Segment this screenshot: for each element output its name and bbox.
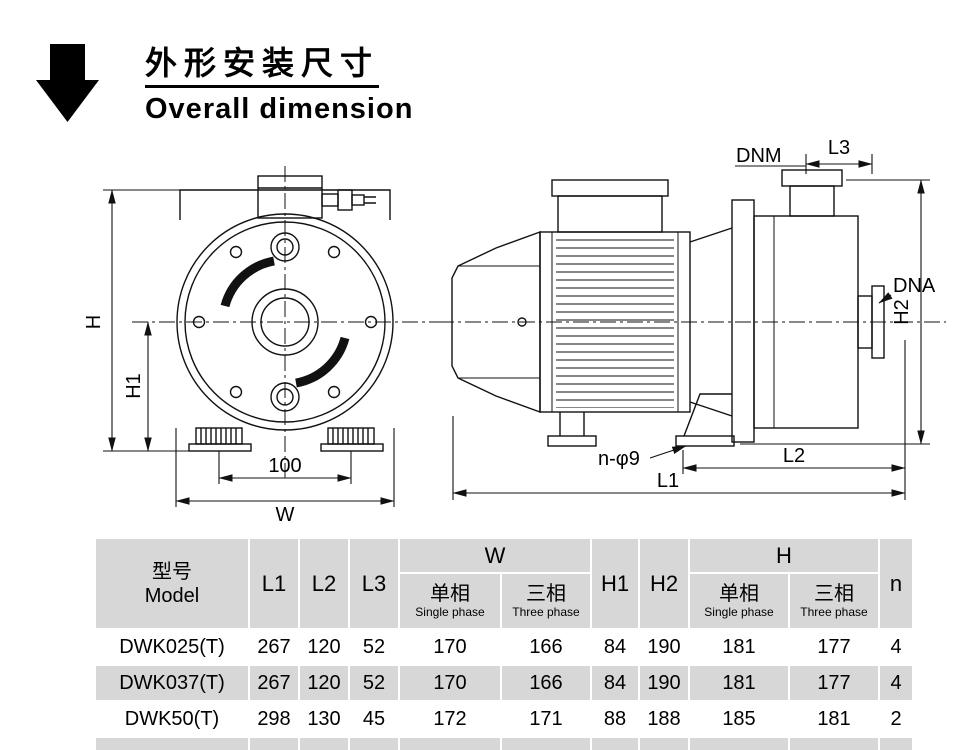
cell-w-three: 166	[502, 666, 590, 700]
cell-model: DWK025(T)	[96, 630, 248, 664]
cell-h-single: 181	[690, 630, 788, 664]
cell-l2: 120	[300, 630, 348, 664]
dim-l2-label: L2	[783, 445, 805, 467]
cell-h1: 88	[592, 702, 638, 736]
table-row-dwk50: DWK50(T) 298 130 45 172 171 88 188 185 1…	[96, 702, 912, 736]
cell-l1: 298	[250, 702, 298, 736]
mounting-feet	[188, 427, 384, 452]
pump-flange	[176, 213, 394, 431]
table-row-partial	[96, 738, 912, 750]
header-h-three: 三相 Three phase	[790, 574, 878, 628]
cell-model: DWK037(T)	[96, 666, 248, 700]
fan-cover	[451, 231, 541, 413]
dna-label: DNA	[893, 275, 936, 297]
side-dimensions	[452, 154, 930, 500]
cell-w-single: 172	[400, 702, 500, 736]
cell-h-three: 177	[790, 666, 878, 700]
front-dimensions	[103, 189, 395, 507]
cell-l3: 52	[350, 666, 398, 700]
dimension-labels: H H1 100 W DNM L3 DNA H2 n-φ9 L2 L1	[83, 140, 936, 526]
dim-h1-label: H1	[123, 373, 145, 399]
discharge-port	[781, 169, 843, 217]
dim-l3-label: L3	[828, 140, 850, 159]
cell-n: 4	[880, 630, 912, 664]
header-w-group: W	[400, 539, 590, 572]
table-row-dwk025: DWK025(T) 267 120 52 170 166 84 190 181 …	[96, 630, 912, 664]
motor-body-outline	[179, 189, 391, 220]
cell-l2: 120	[300, 666, 348, 700]
w-three-cn: 三相	[526, 583, 566, 606]
dim-100-label: 100	[268, 455, 301, 477]
cell-h2: 190	[640, 630, 688, 664]
header-l3: L3	[350, 539, 398, 628]
cell-h-single: 185	[690, 702, 788, 736]
header-w-single: 单相 Single phase	[400, 574, 500, 628]
terminal-box-side	[551, 179, 669, 233]
motor-foot	[547, 412, 597, 447]
cell-h2: 190	[640, 666, 688, 700]
side-view	[438, 169, 946, 447]
header-l1: L1	[250, 539, 298, 628]
cell-l1: 267	[250, 666, 298, 700]
dim-h-label: H	[83, 315, 105, 329]
motor-fins	[539, 231, 691, 413]
terminal-box	[257, 175, 376, 219]
n-phi9-label: n-φ9	[598, 448, 640, 470]
header-h-group: H	[690, 539, 878, 572]
cell-h-three: 177	[790, 630, 878, 664]
h-single-en: Single phase	[704, 605, 774, 620]
cell-w-three: 171	[502, 702, 590, 736]
pump-support-foot	[675, 393, 735, 447]
dimension-drawing: H H1 100 W DNM L3 DNA H2 n-φ9 L2 L1	[83, 140, 946, 526]
cell-l3: 45	[350, 702, 398, 736]
cell-l3: 52	[350, 630, 398, 664]
dim-h2-label: H2	[891, 299, 913, 325]
front-view	[132, 166, 448, 478]
cell-w-three: 166	[502, 630, 590, 664]
header-h2: H2	[640, 539, 688, 628]
header-model-cn: 型号	[152, 560, 192, 583]
cell-h2: 188	[640, 702, 688, 736]
cell-w-single: 170	[400, 630, 500, 664]
header-model: 型号 Model	[96, 539, 248, 628]
header-w-three: 三相 Three phase	[502, 574, 590, 628]
cell-l2: 130	[300, 702, 348, 736]
h-three-cn: 三相	[814, 583, 854, 606]
cell-h1: 84	[592, 630, 638, 664]
w-three-en: Three phase	[512, 605, 580, 620]
title-english: Overall dimension	[145, 93, 414, 126]
header-l2: L2	[300, 539, 348, 628]
header-h1: H1	[592, 539, 638, 628]
cell-h1: 84	[592, 666, 638, 700]
header-n: n	[880, 539, 912, 628]
h-single-cn: 单相	[719, 583, 759, 606]
dnm-label: DNM	[736, 145, 782, 167]
cell-n: 4	[880, 666, 912, 700]
dim-w-label: W	[276, 504, 295, 526]
suction-port	[857, 285, 885, 359]
cell-n: 2	[880, 702, 912, 736]
section-header: 外形安装尺寸 Overall dimension	[36, 44, 413, 125]
cell-model: DWK50(T)	[96, 702, 248, 736]
cell-h-single: 181	[690, 666, 788, 700]
header-model-en: Model	[144, 584, 200, 607]
cell-l1: 267	[250, 630, 298, 664]
title-chinese: 外形安装尺寸	[145, 45, 380, 89]
pump-casing	[689, 199, 859, 443]
section-titles: 外形安装尺寸 Overall dimension	[145, 44, 413, 125]
down-arrow-icon	[36, 44, 99, 122]
dim-l1-label: L1	[657, 470, 679, 492]
w-single-cn: 单相	[430, 583, 470, 606]
cell-w-single: 170	[400, 666, 500, 700]
cell-h-three: 181	[790, 702, 878, 736]
table-row-dwk037: DWK037(T) 267 120 52 170 166 84 190 181 …	[96, 666, 912, 700]
w-single-en: Single phase	[415, 605, 485, 620]
header-h-single: 单相 Single phase	[690, 574, 788, 628]
h-three-en: Three phase	[800, 605, 868, 620]
dimension-table: 型号 Model L1 L2 L3 W H1 H2 H n 单相 Single …	[94, 537, 914, 750]
